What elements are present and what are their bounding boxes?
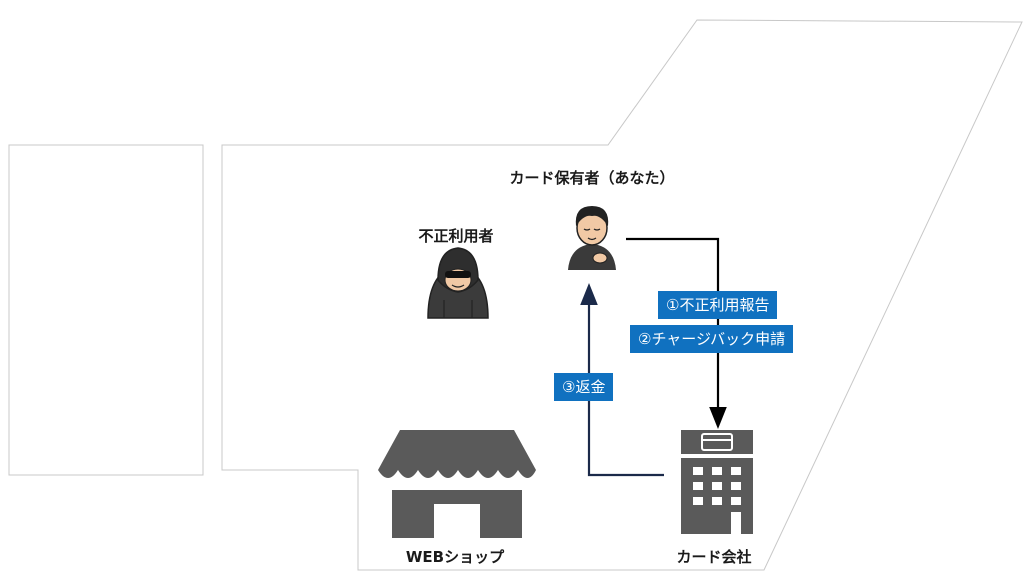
- cardholder-label: カード保有者（あなた）: [509, 169, 675, 187]
- card-company-label: カード会社: [676, 548, 752, 566]
- main-panel: [221, 19, 1023, 571]
- fraudster-label: 不正利用者: [418, 227, 494, 245]
- webshop-label: WEBショップ: [405, 548, 505, 566]
- step-refund-tag: ③返金: [554, 373, 614, 401]
- step-chargeback-tag: ②チャージバック申請: [630, 325, 794, 353]
- fraudster-icon: [427, 247, 489, 319]
- report-arrow: [626, 237, 727, 429]
- card-company-icon: [681, 430, 753, 534]
- refund-arrow: [580, 283, 664, 477]
- step-report-tag: ①不正利用報告: [658, 291, 778, 319]
- left-panel: [8, 144, 204, 476]
- webshop-icon: [378, 430, 536, 538]
- cardholder-icon: [568, 206, 616, 270]
